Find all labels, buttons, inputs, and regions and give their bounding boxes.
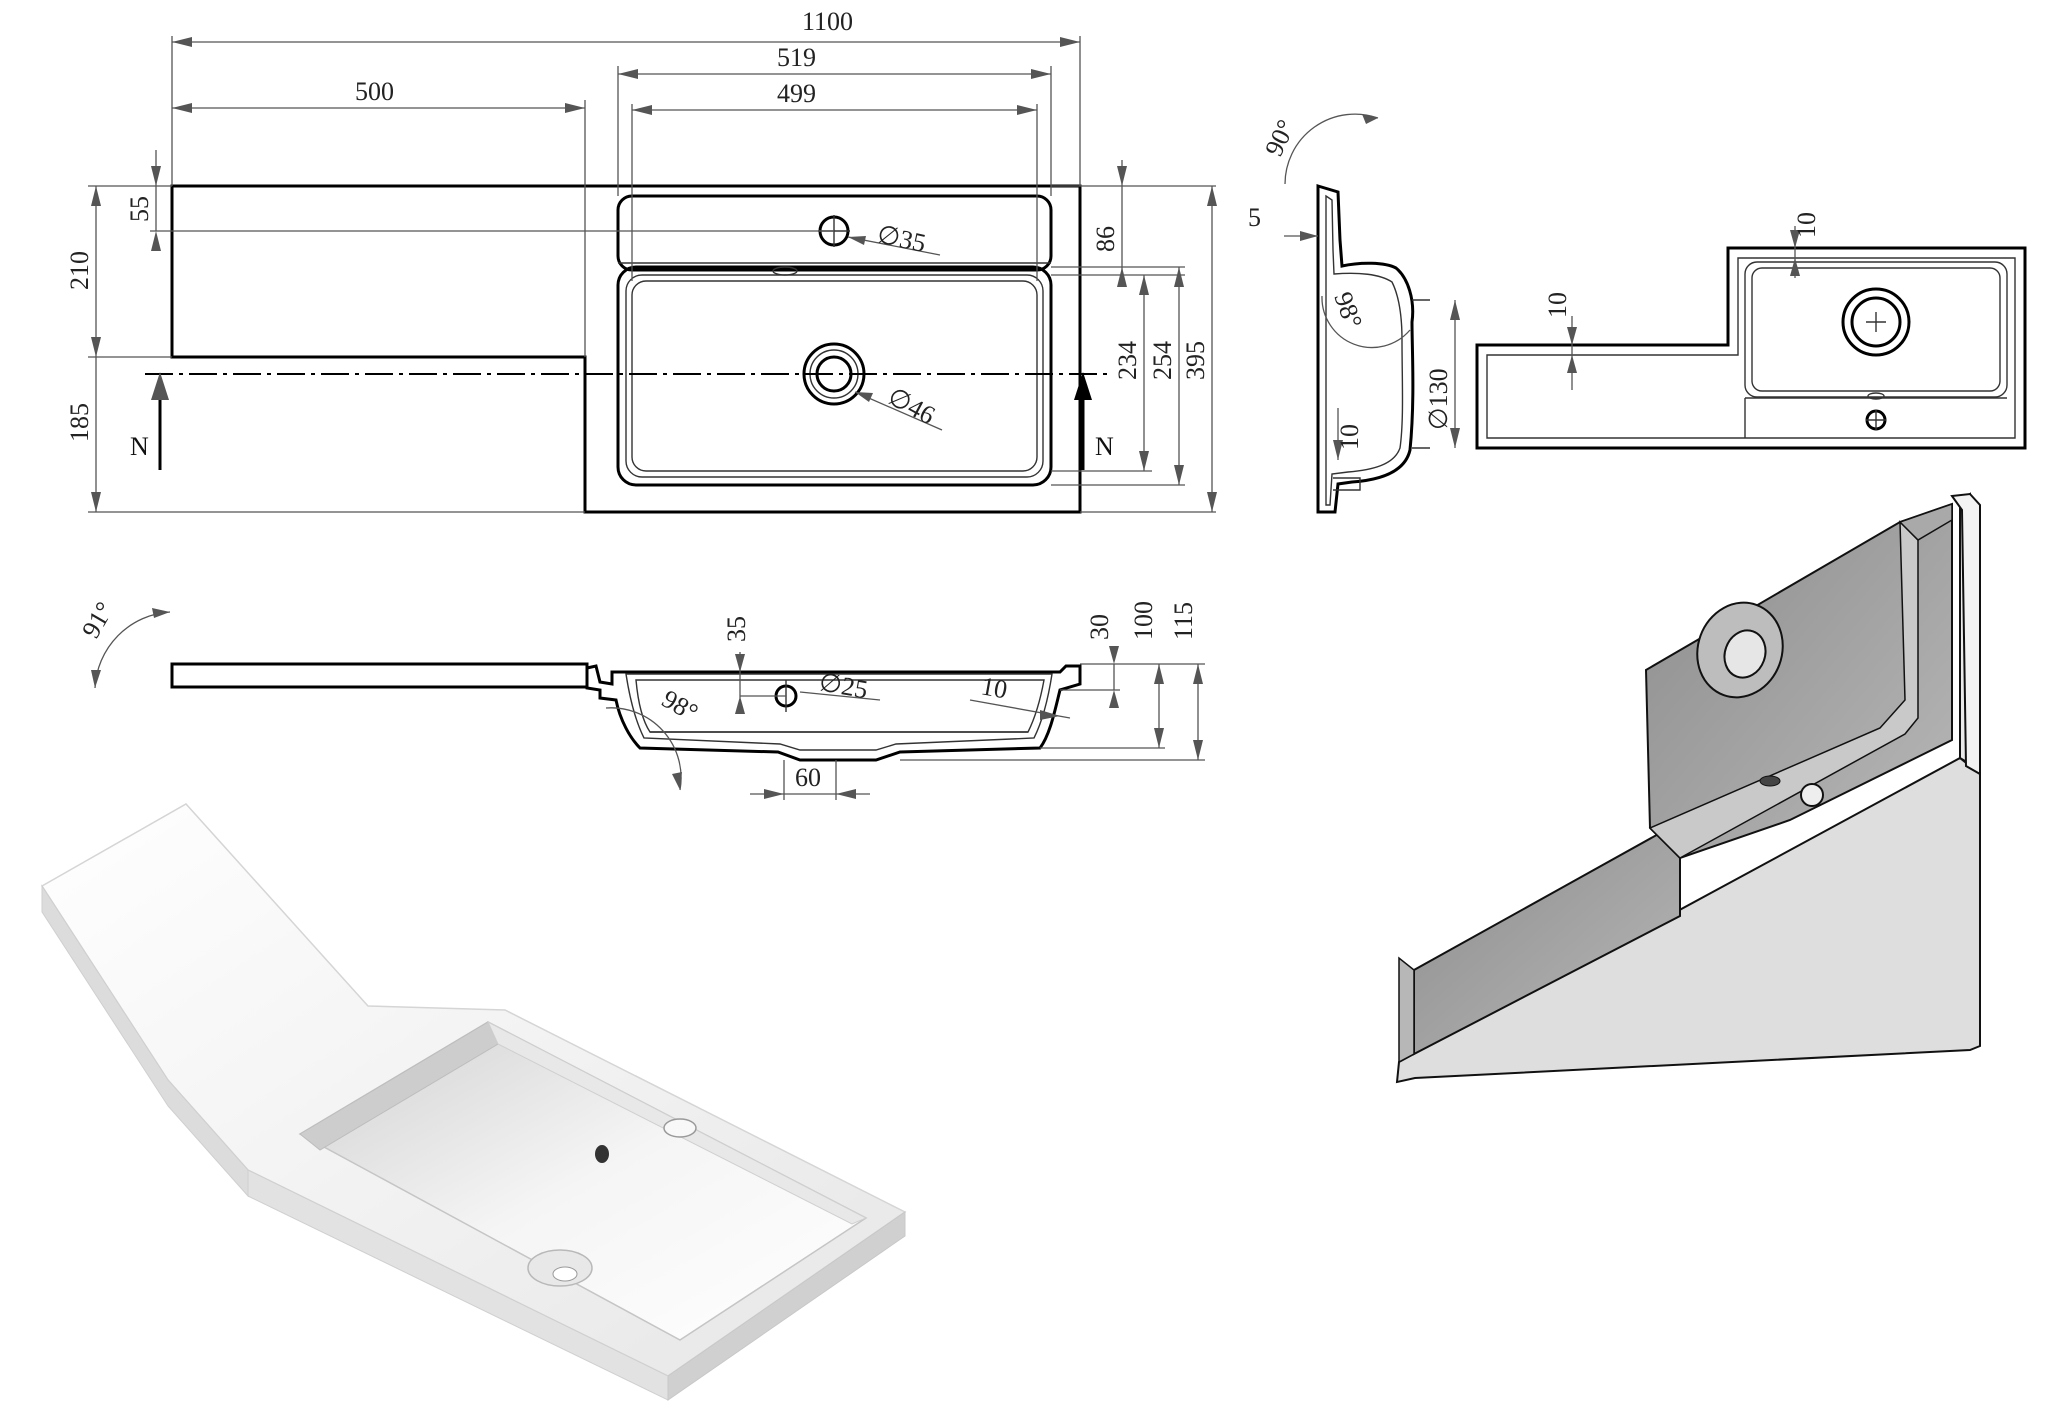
side-arc-98 (1321, 295, 1411, 349)
front-depth-100: 100 (1129, 601, 1158, 640)
dim-deck-depth: 210 (65, 251, 94, 290)
plan-outline (1475, 246, 2027, 450)
right-depth-dimensions: 86 234 254 395 (1051, 160, 1217, 513)
plan-rim-top-label: 10 (1792, 212, 1821, 238)
front-depth-35: 35 (722, 616, 751, 642)
dim-basin-outer: 519 (777, 43, 816, 72)
dim-bowl-outer: 254 (1148, 341, 1177, 380)
front-depth-115: 115 (1169, 602, 1198, 640)
dim-front-part: 185 (65, 403, 94, 442)
plan-inner-outline (1486, 257, 2016, 439)
section-marker-right: N (1095, 432, 1114, 461)
tap-hole-label: ∅35 (875, 220, 929, 258)
front-drain-label: 60 (795, 763, 821, 792)
basin-bowl (616, 265, 1053, 487)
side-angle-top: 90° (1259, 115, 1301, 160)
overflow-slot (772, 266, 798, 276)
plan-bowl (1744, 261, 2008, 398)
dim-bowl-inner: 234 (1113, 341, 1142, 380)
basin-rim (616, 194, 1053, 272)
side-outlet-label: ∅130 (1424, 368, 1453, 430)
left-depth-dimensions: 210 185 55 (65, 150, 834, 513)
front-angle-label: 91° (76, 597, 119, 643)
section-arrow-left-head (151, 372, 169, 400)
front-section-view: 91° ∅25 35 30 100 115 98° 10 (76, 597, 1205, 800)
dim-tap-offset: 86 (1091, 226, 1120, 252)
front-wall-label: 10 (979, 671, 1010, 704)
render-tap-hole (663, 1118, 697, 1138)
plan-view: 10 10 (1475, 212, 2027, 450)
plan-waste-inner (1850, 296, 1902, 348)
plan-rim-left-label: 10 (1543, 292, 1572, 318)
side-lip (1333, 477, 1361, 491)
side-section-view: 90° 5 98° ∅130 10 (1248, 113, 1460, 514)
section-arrow-right-head (1074, 372, 1092, 400)
dim-basin-inner: 499 (777, 79, 816, 108)
side-profile-inner (1325, 194, 1404, 506)
basin-bowl-inner (631, 280, 1038, 472)
width-dimensions: 1100 500 519 499 (171, 7, 1081, 357)
dim-left-deck: 500 (355, 77, 394, 106)
underside-tap-hole (1800, 783, 1824, 807)
basin-bowl-mid (625, 274, 1044, 478)
front-bowl-inner (625, 673, 1053, 751)
waste-hole-label: ∅46 (883, 382, 940, 430)
plan-waste-outer (1841, 287, 1911, 357)
side-profile-outer (1316, 183, 1415, 514)
side-rim-label: 5 (1248, 203, 1261, 232)
side-angle-bowl: 98° (1328, 288, 1368, 332)
top-view: N N 1100 500 519 499 (65, 7, 1217, 514)
render-top-iso (40, 803, 907, 1401)
render-overflow (595, 1145, 609, 1163)
side-lip-label: 10 (1335, 424, 1364, 450)
front-deck (170, 662, 589, 689)
render-under-iso (1395, 492, 1981, 1084)
section-marker-left: N (130, 432, 149, 461)
dim-overall-depth: 395 (1181, 341, 1210, 380)
dim-back-rim: 55 (125, 196, 154, 222)
front-depth-30: 30 (1085, 614, 1114, 640)
dim-overall-width: 1100 (802, 7, 853, 36)
side-arc-90 (1284, 113, 1379, 185)
front-angle-bowl: 98° (657, 684, 703, 727)
